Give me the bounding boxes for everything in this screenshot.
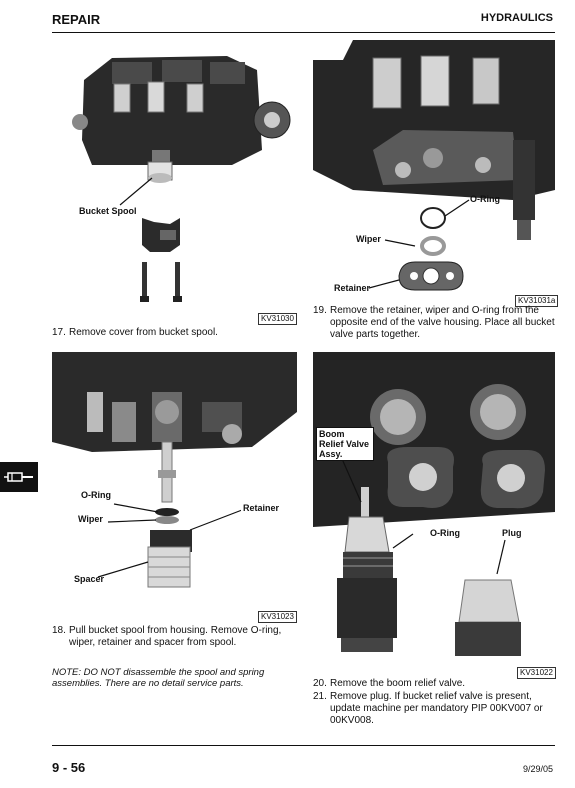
note-do-not-disassemble: NOTE: DO NOT disassemble the spool and s… [52,667,265,689]
label-wiper-fig2: Wiper [356,234,381,244]
figure-id-kv31023: KV31023 [258,611,297,623]
header-section-title: REPAIR [52,12,101,27]
step-20-number: 20. [313,678,327,689]
photo-retainer-wiper-oring [313,40,555,295]
label-o-ring-fig4: O-Ring [430,528,460,538]
step-18-number: 18. [52,625,66,636]
step-20: 20.Remove the boom relief valve. [313,678,558,690]
label-plug-fig4: Plug [502,528,522,538]
step-21: 21.Remove plug. If bucket relief valve i… [313,691,558,727]
label-o-ring-fig2: O-Ring [470,194,500,204]
step-17-number: 17. [52,327,66,338]
figure-id-kv31031a: KV31031a [515,295,559,307]
label-spacer-fig3: Spacer [74,574,105,584]
header-chapter-title: HYDRAULICS [480,12,553,24]
figure-id-kv31030: KV31030 [258,313,297,325]
label-retainer-fig3: Retainer [241,503,282,513]
label-wiper-fig3: Wiper [78,514,103,524]
side-tab-hydraulics [0,462,38,492]
label-boom-relief-valve-assy: Boom Relief Valve Assy. [316,427,374,461]
photo-bucket-spool-cover [52,40,307,310]
hydraulic-cylinder-icon [4,472,33,482]
step-17-text: Remove cover from bucket spool. [69,327,218,338]
step-21-text: Remove plug. If bucket relief valve is p… [330,691,543,726]
step-19: 19.Remove the retainer, wiper and O-ring… [313,305,558,341]
footer-page-number: 9 - 56 [52,760,86,775]
footer-rule [52,745,555,746]
step-21-number: 21. [313,691,327,702]
step-17: 17.Remove cover from bucket spool. [52,327,307,339]
step-19-text: Remove the retainer, wiper and O-ring fr… [330,305,555,340]
photo-bucket-spool-removed [52,352,297,608]
step-18-text: Pull bucket spool from housing. Remove O… [69,625,282,648]
footer-date: 9/29/05 [522,764,553,774]
step-19-number: 19. [313,305,327,316]
header-rule [52,32,555,33]
label-o-ring-fig3: O-Ring [81,490,111,500]
step-20-text: Remove the boom relief valve. [330,678,466,689]
figure-id-kv31022: KV31022 [517,667,556,679]
step-18: 18.Pull bucket spool from housing. Remov… [52,625,307,649]
label-bucket-spool: Bucket Spool [79,206,137,216]
photo-boom-relief-valve [313,352,555,664]
label-retainer-fig2: Retainer [334,283,371,293]
